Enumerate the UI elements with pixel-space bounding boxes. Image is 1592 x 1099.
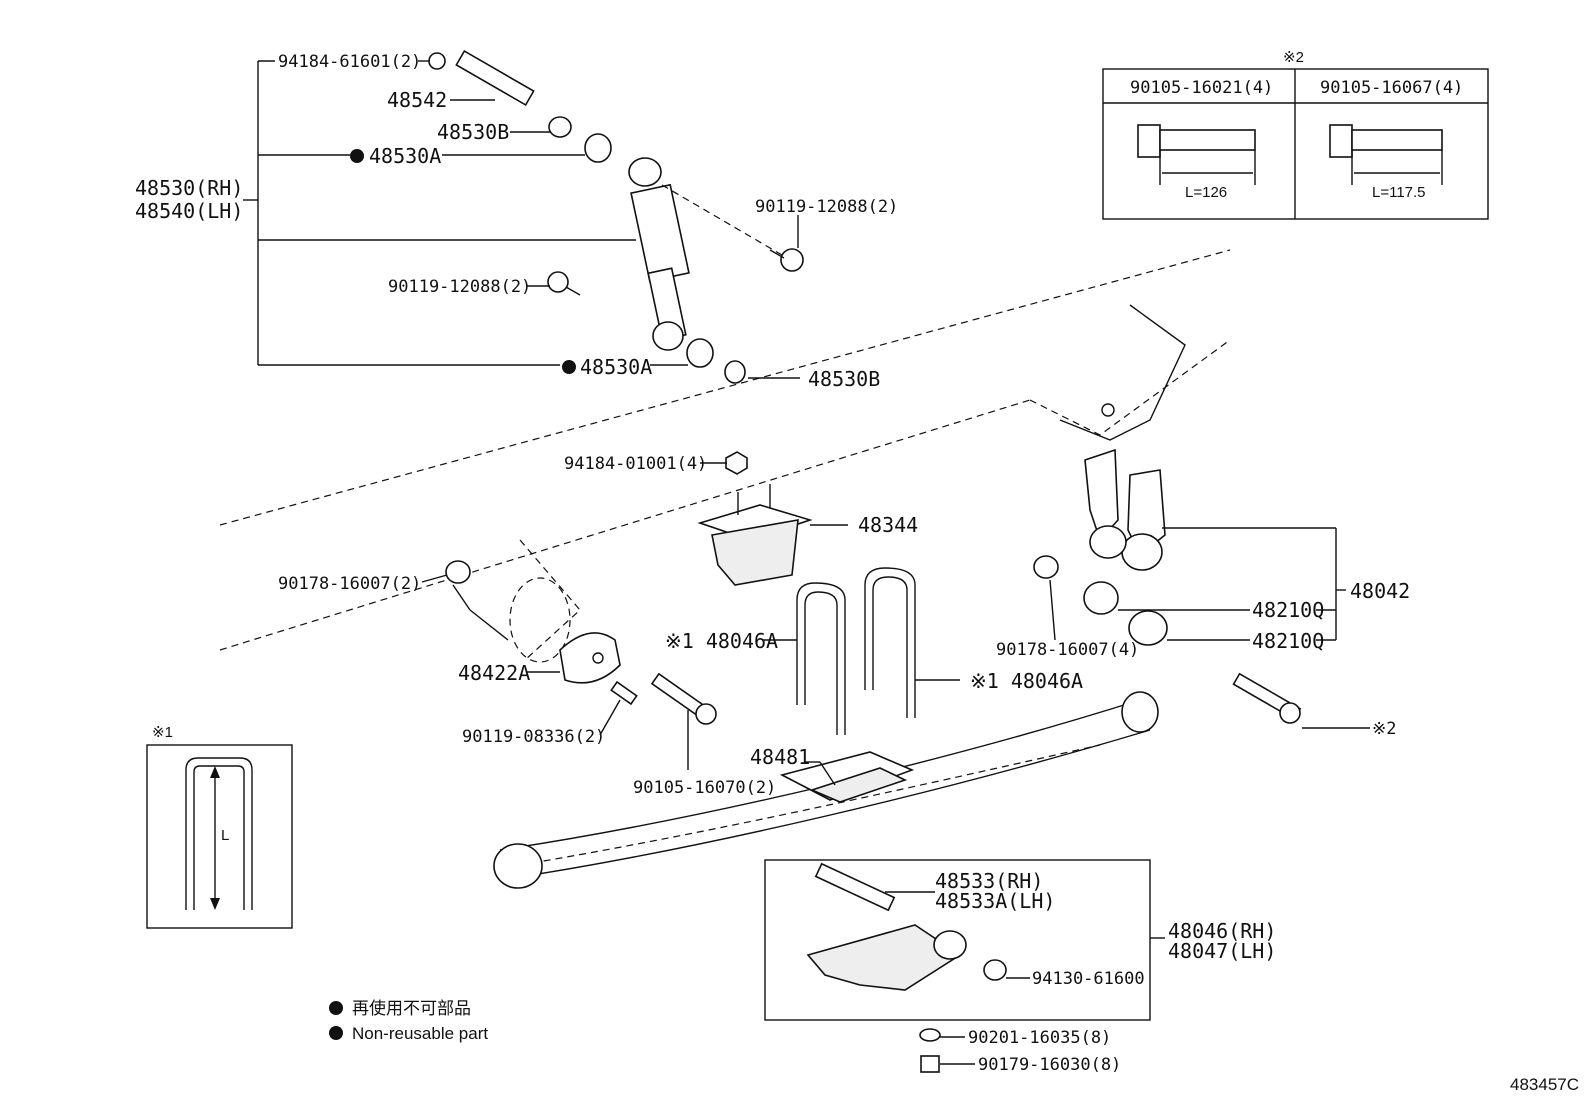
nut-94184-01001 [725,451,748,475]
label-90178-16007-left: 90178-16007(2) [278,574,421,594]
part-labels: 94184-61601(2) 48542 48530B 48530A 48530… [135,52,1410,1075]
label-90119-12088-right: 90119-12088(2) [755,197,898,217]
label-48530A-bottom: 48530A [580,355,652,379]
bolt-90105-16070 [650,672,717,725]
label-48422A: 48422A [458,661,530,685]
label-48046A-left: ※1 48046A [665,629,778,653]
bump-stopper-48344 [697,484,813,586]
label-90178-16007-right: 90178-16007(4) [996,640,1139,660]
non-reusable-dot-48530A-bottom [562,360,576,374]
legend-jp: 再使用不可部品 [352,998,471,1018]
label-48530A-top: 48530A [369,144,441,168]
bushing-48210Q-b [1128,610,1168,646]
label-90179-16030: 90179-16030(8) [978,1055,1121,1075]
label-48533-rh: 48533(RH) [935,869,1043,893]
frame-rail-outline [219,249,1231,663]
non-reusable-dot-48530A-top [350,149,364,163]
bushing-48530A-top [584,133,612,163]
spring-seat-48481 [779,751,915,803]
label-48481: 48481 [750,745,810,769]
label-94184-61601: 94184-61601(2) [278,52,421,72]
nut-90178-16007-left [445,560,471,584]
collar-90179-16030 [920,1055,940,1073]
label-48542: 48542 [387,88,447,112]
label-48533A-lh: 48533A(LH) [935,889,1055,913]
u-bolt-48046A-left [796,582,846,735]
washer-48530B-bottom [724,360,746,384]
washer-90201-16035 [919,1028,941,1042]
legend: 再使用不可部品 Non-reusable part [329,998,488,1043]
label-94130-61600: 94130-61600 [1032,969,1145,989]
label-90201-16035: 90201-16035(8) [968,1028,1111,1048]
legend-dot-en [329,1026,343,1040]
legend-en: Non-reusable part [352,1024,488,1043]
bolt-90119-12088-left [547,271,581,296]
label-48210Q-a: 48210Q [1252,598,1324,622]
bushing-48530A-bottom [686,338,714,368]
label-90105-16070: 90105-16070(2) [633,778,776,798]
label-94184-01001: 94184-01001(4) [564,454,707,474]
note2-mark: ※2 [1283,49,1304,66]
note2-table: ※2 90105-16021(4) 90105-16067(4) L=126 L… [1102,49,1489,220]
label-48530B-top: 48530B [437,120,509,144]
bushing-48210Q-a [1083,581,1119,615]
label-48046A-right: ※1 48046A [970,669,1083,693]
leaf-spring [493,691,1159,889]
note1-dimension-label: L [221,827,229,844]
washer-48530B-top [548,116,572,138]
label-48540-lh: 48540(LH) [135,199,243,223]
stud-bolt-48542 [428,49,535,107]
note2-col1-length: L=126 [1185,184,1227,201]
shock-absorber [628,157,690,351]
legend-dot-jp [329,1001,343,1015]
label-90119-08336: 90119-08336(2) [462,727,605,747]
note2-col2-length: L=117.5 [1372,184,1426,201]
bolt-note2 [1232,672,1302,724]
label-48210Q-b: 48210Q [1252,629,1324,653]
figure-code: 483457C [1510,1075,1579,1094]
label-48042: 48042 [1350,579,1410,603]
label-48344: 48344 [858,513,918,537]
note1-box: ※1 L [146,724,293,929]
note2-col1-part: 90105-16021(4) [1130,78,1273,98]
note2-col2-part: 90105-16067(4) [1320,78,1463,98]
leader-lines [243,60,1370,1065]
label-48047-lh: 48047(LH) [1168,939,1276,963]
u-bolt-48046A-right [864,567,916,718]
label-ref2-bolt: ※2 [1372,719,1396,739]
label-90119-12088-left: 90119-12088(2) [388,277,531,297]
plate-assy-48046 [764,859,1151,1021]
shackle-48042 [1084,448,1166,571]
bolt-90119-12088-right [769,248,804,272]
label-48530-rh: 48530(RH) [135,176,243,200]
bolt-90119-08336 [610,680,638,706]
bracket-48422A [559,632,621,684]
nut-90178-16007-right [1033,555,1059,579]
label-48530B-bottom: 48530B [808,367,880,391]
note1-mark: ※1 [152,724,173,741]
label-48046-rh: 48046(RH) [1168,919,1276,943]
